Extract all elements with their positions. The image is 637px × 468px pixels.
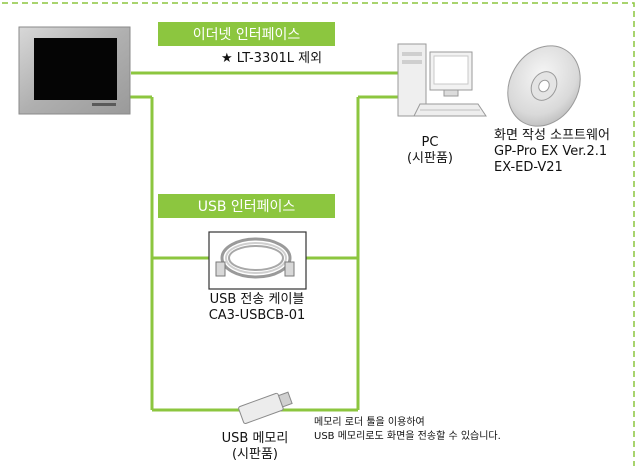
usb-cable-label: USB 전송 케이블 CA3-USBCB-01 bbox=[190, 292, 324, 324]
usb-banner-text: USB 인터페이스 bbox=[197, 199, 296, 215]
usb-memory-label: USB 메모리 (시판품) bbox=[210, 431, 300, 463]
ethernet-banner-text: 이더넷 인터페이스 bbox=[192, 27, 301, 43]
software-label-line2: GP-Pro EX Ver.2.1 bbox=[494, 144, 608, 159]
pc-label-line2: (시판품) bbox=[406, 151, 454, 166]
pc-label: PC (시판품) bbox=[395, 135, 465, 167]
usb-memory-label-line2: (시판품) bbox=[231, 447, 279, 462]
memory-note: 메모리 로더 툴을 이용하여 USB 메모리로도 화면을 전송할 수 있습니다. bbox=[314, 416, 501, 444]
ethernet-banner: 이더넷 인터페이스 bbox=[158, 22, 335, 46]
memory-note-line2: USB 메모리로도 화면을 전송할 수 있습니다. bbox=[314, 431, 501, 442]
usb-cable-label-line2: CA3-USBCB-01 bbox=[208, 308, 306, 323]
software-label-line3: EX-ED-V21 bbox=[494, 160, 563, 175]
memory-note-line1: 메모리 로더 툴을 이용하여 bbox=[314, 417, 425, 428]
software-label-line1: 화면 작성 소프트웨어 bbox=[494, 128, 610, 143]
usb-banner: USB 인터페이스 bbox=[158, 194, 335, 218]
pc-label-line1: PC bbox=[421, 135, 439, 150]
software-label: 화면 작성 소프트웨어 GP-Pro EX Ver.2.1 EX-ED-V21 bbox=[494, 128, 610, 176]
ethernet-note: ★ LT-3301L 제외 bbox=[221, 51, 323, 66]
usb-memory-label-line1: USB 메모리 bbox=[221, 431, 289, 446]
usb-cable-label-line1: USB 전송 케이블 bbox=[209, 292, 305, 307]
